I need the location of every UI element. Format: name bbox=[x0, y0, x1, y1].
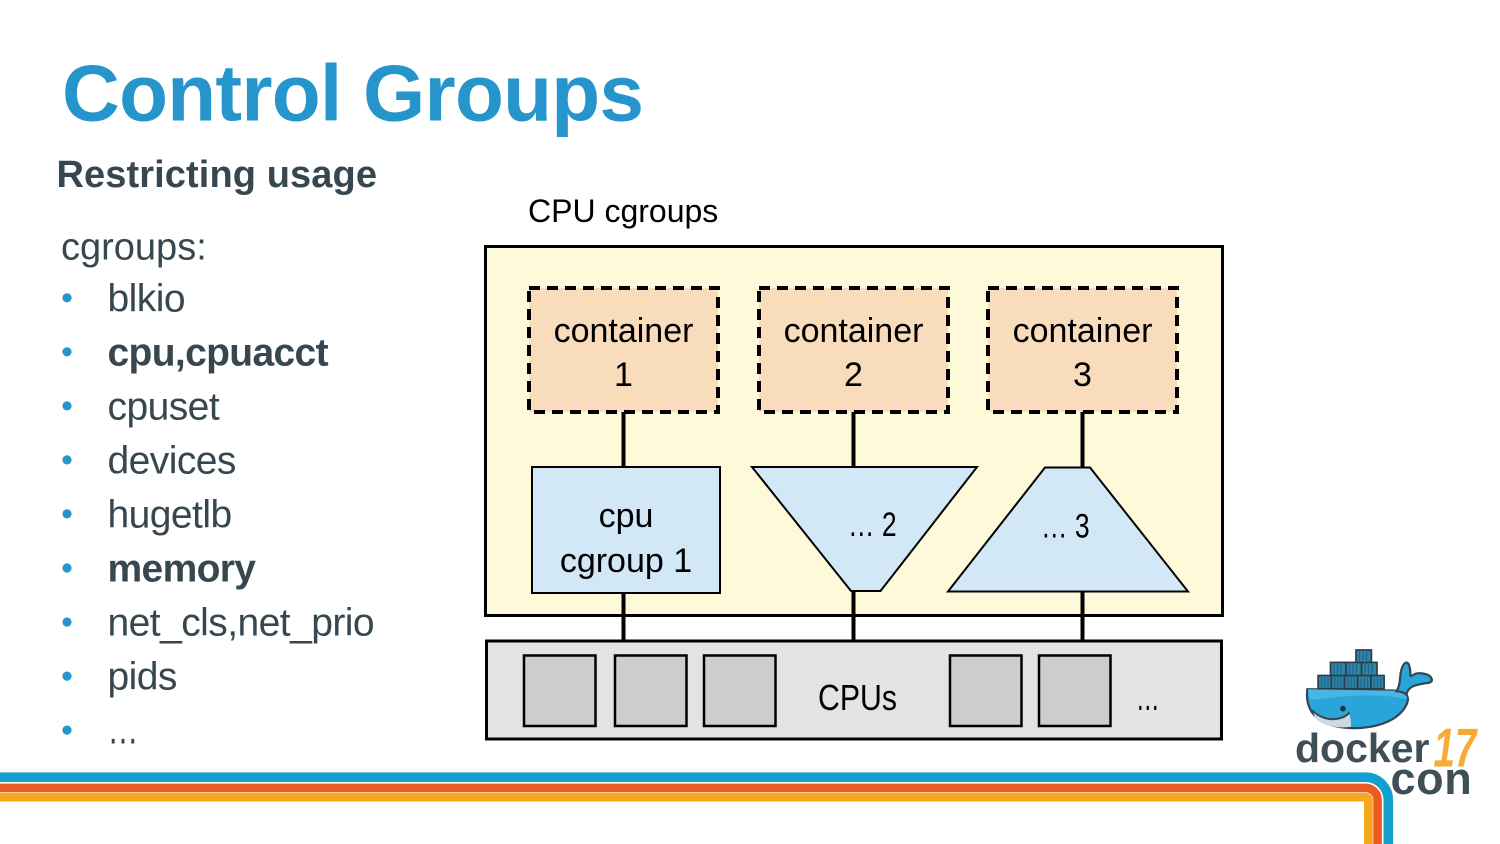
svg-text:memory: memory bbox=[108, 548, 257, 591]
svg-text:cpu: cpu bbox=[599, 497, 654, 535]
svg-text:cpuset: cpuset bbox=[108, 385, 220, 428]
svg-text:Control Groups: Control Groups bbox=[62, 49, 643, 138]
svg-text:… 2: … 2 bbox=[848, 506, 897, 544]
svg-text:hugetlb: hugetlb bbox=[108, 493, 232, 536]
svg-text:…: … bbox=[1136, 675, 1160, 718]
svg-text:…: … bbox=[108, 705, 139, 753]
svg-text:blkio: blkio bbox=[108, 277, 185, 320]
svg-text:CPUs: CPUs bbox=[818, 679, 897, 719]
svg-text:devices: devices bbox=[108, 439, 236, 482]
svg-text:17: 17 bbox=[1434, 718, 1479, 779]
svg-text:container: container bbox=[1013, 312, 1153, 350]
svg-text:container: container bbox=[784, 312, 924, 350]
svg-text:cpu,cpuacct: cpu,cpuacct bbox=[108, 331, 329, 374]
svg-text:cgroup 1: cgroup 1 bbox=[560, 542, 692, 580]
svg-text:… 3: … 3 bbox=[1041, 507, 1090, 545]
svg-text:1: 1 bbox=[614, 356, 633, 394]
svg-text:Restricting usage: Restricting usage bbox=[57, 154, 378, 196]
svg-text:container: container bbox=[554, 312, 694, 350]
svg-text:pids: pids bbox=[108, 656, 177, 699]
svg-text:net_cls,net_prio: net_cls,net_prio bbox=[108, 602, 375, 645]
svg-text:docker: docker bbox=[1295, 725, 1429, 771]
svg-text:2: 2 bbox=[844, 356, 863, 394]
svg-text:cgroups:: cgroups: bbox=[61, 227, 207, 269]
svg-text:con: con bbox=[1391, 753, 1473, 804]
svg-text:3: 3 bbox=[1073, 356, 1092, 394]
svg-text:CPU cgroups: CPU cgroups bbox=[528, 193, 718, 229]
